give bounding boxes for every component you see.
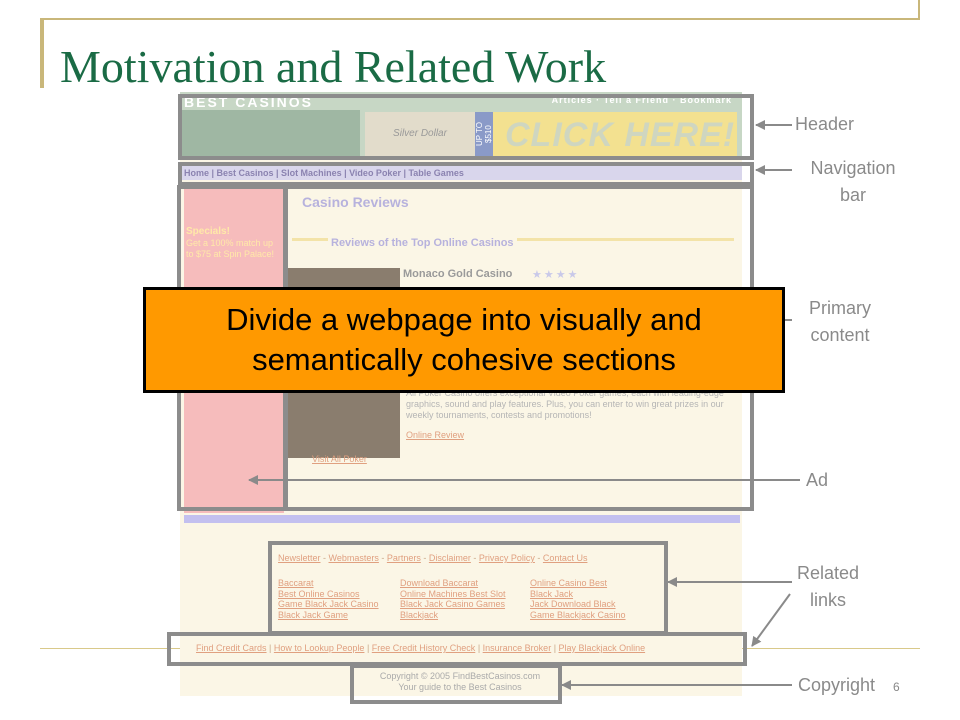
credit-link: Find Credit Cards (196, 643, 267, 653)
slide-top-rule (40, 18, 920, 20)
footer-link: Newsletter (278, 553, 321, 563)
navigation-bar-label: Navigation bar (795, 155, 911, 209)
reviews-title: Casino Reviews (302, 194, 409, 210)
credit-link: Free Credit History Check (371, 643, 476, 653)
credit-link: How to Lookup People (273, 643, 365, 653)
header-ad-banner: Silver Dollar UP TO $510 CLICK HERE! (365, 112, 737, 156)
callout-box: Divide a webpage into visually and seman… (143, 287, 785, 393)
footer-link: Contact Us (542, 553, 588, 563)
related-label-line: links (809, 590, 846, 610)
related-label-line: Related (796, 563, 860, 583)
credit-link: Play Blackjack Online (558, 643, 646, 653)
related-link: Baccarat (278, 578, 314, 588)
site-nav-bar: Home | Best Casinos | Slot Machines | Vi… (180, 166, 742, 180)
related-links-label: Related links (795, 560, 861, 614)
related-link: Black Jack Game (278, 609, 349, 620)
reviews-subtitle: Reviews of the Top Online Casinos (328, 237, 517, 249)
site-header: BEST CASINOS Articles · Tell a Friend · … (180, 92, 742, 156)
casino-description: All Poker Casino offers exceptional Vide… (406, 388, 724, 420)
banner-click-here: CLICK HERE! (505, 116, 736, 154)
casino-name: Monaco Gold Casino (403, 268, 513, 280)
nav-segment-box (178, 162, 754, 186)
related-arrow-2 (751, 593, 791, 647)
site-copyright: Copyright © 2005 FindBestCasinos.com You… (360, 671, 560, 693)
specials-text: Get a 100% match up to $75 at Spin Palac… (186, 238, 275, 259)
related-link: Online Casino Best (530, 578, 608, 588)
related-link: Online Machines Best Slot (400, 588, 506, 599)
rating-stars: ★★★★ (532, 269, 580, 281)
copyright-line: Your guide to the Best Casinos (398, 682, 522, 692)
related-links-segment-box (268, 541, 668, 635)
ad-label: Ad (806, 470, 829, 490)
related-link: Best Online Casinos (278, 588, 360, 599)
slide-right-accent (918, 0, 920, 20)
related-link: Game Black Jack Casino (278, 599, 379, 609)
navigation-label-line: Navigation (810, 158, 896, 178)
callout-line: Divide a webpage into visually and (226, 302, 702, 337)
copyright-label: Copyright (798, 675, 876, 695)
footer-link: Disclaimer (428, 553, 471, 563)
site-brand: BEST CASINOS (184, 94, 314, 110)
online-review-link: Online Review (406, 430, 465, 440)
credit-link: Insurance Broker (482, 643, 552, 653)
related-link: Jack Download Black (530, 599, 616, 609)
content-bottom-bar (184, 515, 740, 523)
related-link: Download Baccarat (400, 578, 479, 588)
related-link: Game Blackjack Casino (530, 609, 626, 620)
footer-link: Webmasters (328, 553, 379, 563)
primary-label-line: content (810, 325, 870, 345)
specials-title: Specials! (186, 226, 230, 237)
copyright-line: Copyright © 2005 FindBestCasinos.com (379, 671, 541, 681)
slide-left-accent (40, 18, 44, 88)
credit-links-segment-box (167, 632, 747, 666)
header-label: Header (795, 114, 855, 134)
footer-link: Privacy Policy (478, 553, 535, 563)
website-screenshot: BEST CASINOS Articles · Tell a Friend · … (180, 92, 742, 696)
related-links-grid: Baccarat Download Baccarat Online Casino… (278, 578, 670, 620)
primary-label-line: Primary (809, 298, 871, 318)
slide-title: Motivation and Related Work (60, 41, 607, 92)
visit-link: Visit All Poker (312, 454, 367, 464)
related-link: Black Jack (530, 588, 574, 599)
header-segment-box (178, 94, 754, 160)
callout-line: semantically cohesive sections (252, 342, 676, 377)
footer-links: Newsletter - Webmasters - Partners - Dis… (278, 553, 588, 563)
banner-silver-dollar-logo: Silver Dollar (365, 112, 475, 156)
copyright-segment-box (350, 664, 562, 704)
site-top-links: Articles · Tell a Friend · Bookmark (551, 95, 732, 105)
footer-link: Partners (386, 553, 421, 563)
related-link: Blackjack (400, 609, 439, 620)
header-casino-art (180, 110, 360, 156)
credit-links: Find Credit Cards | How to Lookup People… (196, 643, 646, 653)
navigation-label-line: bar (839, 185, 866, 205)
page-number: 6 (893, 680, 900, 694)
related-link: Black Jack Casino Games (400, 599, 506, 609)
primary-content-label: Primary content (795, 295, 885, 349)
